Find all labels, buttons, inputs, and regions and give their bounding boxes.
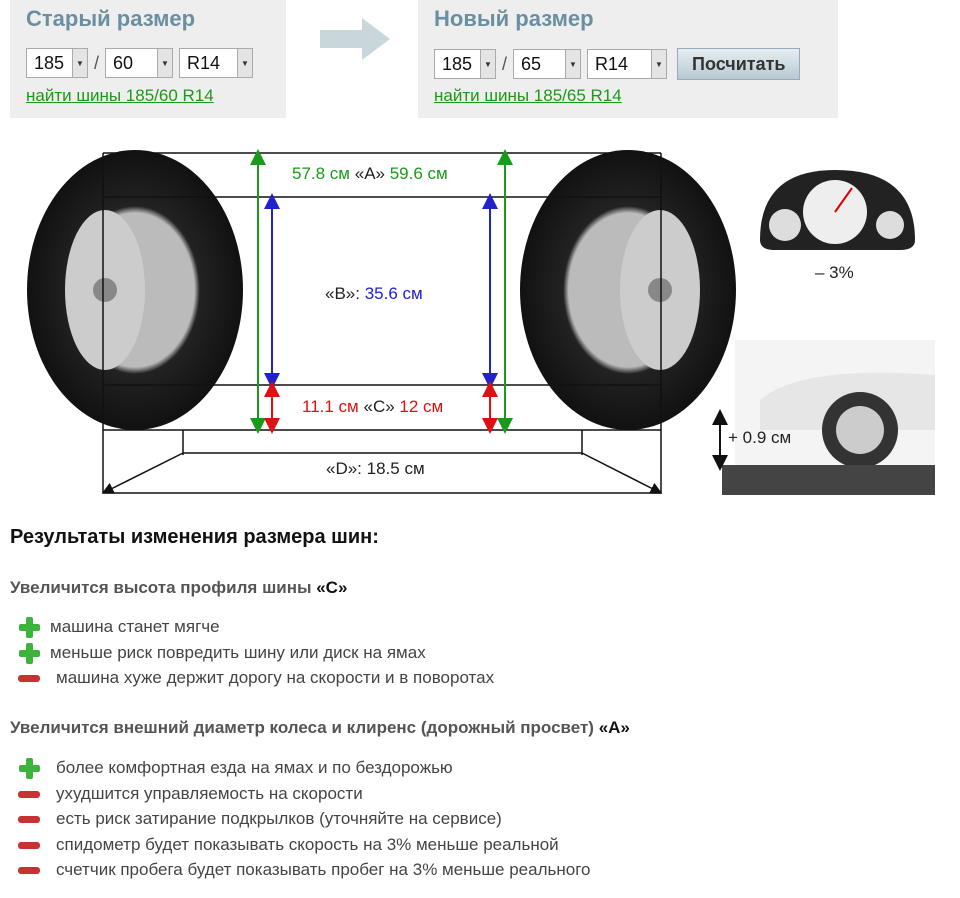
speedometer-image: [760, 170, 915, 250]
old-size-title: Старый размер: [26, 6, 196, 31]
old-size-panel: Старый размер 185 ▼ / 60 ▼ R14 ▼ найти шины…: [10, 0, 286, 118]
list-item: машина станет мягче: [18, 616, 220, 638]
chevron-down-icon: ▼: [237, 49, 253, 77]
chevron-down-icon: ▼: [565, 50, 581, 78]
separator: /: [94, 52, 100, 73]
item-text: ухудшится управляемость на скорости: [56, 784, 363, 803]
list-item: счетчик пробега будет показывать пробег …: [18, 860, 591, 880]
new-width-select[interactable]: 185 ▼: [434, 49, 496, 79]
list-item: более комфортная езда на ямах и по бездо…: [18, 757, 453, 779]
value: 65: [521, 53, 542, 74]
find-old-tires-link[interactable]: найти шины 185/60 R14: [26, 86, 214, 105]
list-item: ухудшится управляемость на скорости: [18, 784, 363, 804]
old-diameter: 57.8 см: [292, 164, 350, 183]
rim-label: «B»: 35.6 см: [325, 284, 423, 304]
minus-icon: [18, 841, 40, 849]
car-clearance-image: [712, 340, 935, 495]
new-rim-select[interactable]: R14 ▼: [587, 49, 668, 79]
plus-icon: [18, 757, 40, 779]
plus-icon: [18, 616, 40, 638]
list-item: меньше риск повредить шину или диск на я…: [18, 642, 426, 664]
new-profile-height: 12 см: [399, 397, 444, 416]
separator: /: [502, 53, 508, 74]
old-width-select[interactable]: 185 ▼: [26, 48, 88, 78]
tire-diagram: [27, 149, 935, 495]
left-tire-image: [27, 150, 243, 430]
old-rim-select[interactable]: R14 ▼: [179, 48, 254, 78]
minus-icon: [18, 674, 40, 682]
chevron-down-icon: ▼: [157, 49, 173, 77]
section-key: «C»: [316, 578, 348, 597]
find-new-tires-link[interactable]: найти шины 185/65 R14: [434, 86, 622, 105]
value: R14: [595, 53, 629, 74]
chevron-down-icon: ▼: [651, 50, 667, 78]
item-text: счетчик пробега будет показывать пробег …: [56, 860, 591, 879]
b-label: «B»:: [325, 284, 360, 303]
chevron-down-icon: ▼: [480, 50, 495, 78]
diameter-label: 57.8 см «A» 59.6 см: [292, 164, 448, 184]
list-item: спидометр будет показывать скорость на 3…: [18, 835, 559, 855]
section-key: «A»: [598, 718, 630, 737]
item-text: более комфортная езда на ямах и по бездо…: [56, 758, 453, 777]
width-label: «D»: 18.5 см: [326, 459, 425, 478]
list-item: есть риск затирание подкрылков (уточняйт…: [18, 809, 502, 829]
item-text: есть риск затирание подкрылков (уточняйт…: [56, 809, 502, 828]
chevron-down-icon: ▼: [72, 49, 87, 77]
calculate-button[interactable]: Посчитать: [677, 48, 801, 80]
profile-label: 11.1 см «C» 12 см: [302, 397, 443, 417]
speedometer-change: – 3%: [815, 263, 854, 282]
minus-icon: [18, 790, 40, 798]
new-diameter: 59.6 см: [389, 164, 448, 183]
section-title: Увеличится высота профиля шины «C»: [10, 578, 347, 598]
item-text: машина хуже держит дорогу на скорости и …: [56, 668, 495, 687]
arrow-right-icon: [320, 18, 390, 60]
minus-icon: [18, 866, 40, 874]
old-profile-select[interactable]: 60 ▼: [105, 48, 174, 78]
section-title: Увеличится внешний диаметр колеса и клир…: [10, 718, 630, 738]
new-size-title: Новый размер: [434, 6, 594, 31]
new-profile-select[interactable]: 65 ▼: [513, 49, 582, 79]
value: 185: [442, 53, 473, 74]
section-text: Увеличится внешний диаметр колеса и клир…: [10, 718, 594, 737]
item-text: меньше риск повредить шину или диск на я…: [50, 643, 426, 662]
item-text: спидометр будет показывать скорость на 3…: [56, 835, 559, 854]
value: 60: [113, 52, 134, 73]
plus-icon: [18, 642, 40, 664]
new-size-panel: Новый размер 185 ▼ / 65 ▼ R14 ▼ Посчитать н…: [418, 0, 838, 118]
c-label: «C»: [363, 397, 395, 416]
minus-icon: [18, 815, 40, 823]
old-profile-height: 11.1 см: [302, 397, 359, 416]
clearance-change: + 0.9 см: [728, 428, 792, 447]
list-item: машина хуже держит дорогу на скорости и …: [18, 668, 494, 688]
value: 185: [34, 52, 65, 73]
item-text: машина станет мягче: [50, 617, 220, 636]
right-tire-image: [520, 150, 736, 430]
rim-value: 35.6 см: [364, 284, 423, 303]
value: R14: [187, 52, 221, 73]
results-title: Результаты изменения размера шин:: [10, 526, 379, 548]
a-label: «A»: [354, 164, 385, 183]
section-text: Увеличится высота профиля шины: [10, 578, 312, 597]
